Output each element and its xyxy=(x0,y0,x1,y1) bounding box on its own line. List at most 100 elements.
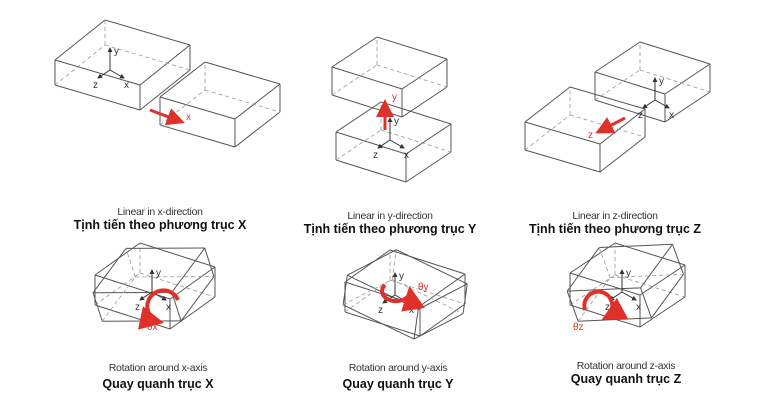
box-hidden-edge xyxy=(610,273,684,279)
box-hidden-edge xyxy=(342,279,393,306)
box-edge xyxy=(335,131,407,155)
caption-en: Linear in y-direction xyxy=(347,210,433,222)
motion-label-theta-z: θz xyxy=(573,322,584,333)
box-edge xyxy=(335,159,407,183)
box-fixed xyxy=(94,242,216,330)
caption-vi: Tịnh tiến theo phương trục Y xyxy=(303,222,477,236)
box-edge xyxy=(92,248,127,294)
box-edge xyxy=(599,243,673,249)
box-moving xyxy=(159,61,281,148)
box-edge xyxy=(139,242,216,268)
caption-vi: Tịnh tiến theo phương trục Z xyxy=(528,222,702,236)
x-axis-label: x xyxy=(404,150,409,161)
box-hidden-edge xyxy=(159,89,206,126)
box-moving xyxy=(331,36,448,118)
box-moving xyxy=(524,86,646,173)
box-hidden-edge xyxy=(102,276,136,322)
z-axis-label: z xyxy=(638,110,643,121)
box-edge xyxy=(125,247,205,249)
box-edge xyxy=(342,275,348,305)
z-axis-arrow xyxy=(139,291,153,301)
box-edge xyxy=(594,71,666,95)
y-axis-label: y xyxy=(156,268,161,279)
box-hidden-edge xyxy=(524,114,571,151)
box-hidden-edge xyxy=(204,89,281,113)
box-fixed xyxy=(569,242,686,328)
box-hidden-edge xyxy=(389,279,466,305)
box-fixed xyxy=(335,101,452,183)
z-axis-arrow xyxy=(377,139,391,149)
caption-en: Linear in x-direction xyxy=(117,206,203,218)
motion-label-y: y xyxy=(392,92,397,103)
box-edge xyxy=(599,136,646,173)
box-edge xyxy=(331,36,378,68)
box-edge xyxy=(639,296,686,328)
z-axis-label: z xyxy=(373,150,378,161)
box-edge xyxy=(413,313,464,340)
box-hidden-edge xyxy=(614,274,686,298)
box-edge xyxy=(234,83,281,120)
box-hidden-edge xyxy=(569,114,646,138)
x-axis-label: x xyxy=(409,305,414,316)
caption-vi: Quay quanh trục Z xyxy=(570,372,682,386)
caption-en: Linear in z-direction xyxy=(572,210,658,222)
z-axis-label: z xyxy=(378,305,383,316)
caption-vi: Quay quanh trục Y xyxy=(342,377,454,391)
box-edge xyxy=(159,96,236,120)
x-axis-label: x xyxy=(636,302,641,313)
box-edge xyxy=(639,41,711,65)
caption-en: Rotation around y-axis xyxy=(348,362,448,374)
axes-triad: yxz xyxy=(93,46,129,91)
caption-en: Rotation around z-axis xyxy=(576,360,676,372)
box-edge xyxy=(401,58,448,90)
box-edge xyxy=(651,274,684,319)
x-axis-arrow xyxy=(389,139,405,149)
box-edge xyxy=(169,296,216,330)
box-rotated xyxy=(566,243,684,322)
box-edge xyxy=(640,287,652,319)
axes-triad: y x z xyxy=(373,116,409,161)
y-axis-label: y xyxy=(659,76,664,87)
caption-vi: Quay quanh trục X xyxy=(102,377,214,391)
box-edge xyxy=(342,304,415,340)
box-edge xyxy=(640,243,673,289)
box-edge xyxy=(335,101,382,133)
axes-triad: y x z xyxy=(638,76,674,121)
z-axis-arrow xyxy=(97,69,111,79)
box-edge xyxy=(524,121,601,145)
box-edge xyxy=(169,266,216,300)
z-axis-label: z xyxy=(135,302,140,313)
x-axis-label: x xyxy=(124,80,129,91)
box-edge xyxy=(171,292,182,322)
box-hidden-edge xyxy=(569,274,616,306)
box-edge xyxy=(139,69,191,111)
box-hidden-edge xyxy=(380,129,452,153)
box-edge xyxy=(234,111,281,148)
box-edge xyxy=(569,86,646,110)
x-axis-label: x xyxy=(669,110,674,121)
box-edge xyxy=(54,19,106,61)
box-edge xyxy=(462,283,468,314)
box-edge xyxy=(204,247,215,277)
box-edge xyxy=(331,66,403,90)
box-edge xyxy=(389,249,466,275)
box-edge xyxy=(594,99,666,123)
box-hidden-edge xyxy=(139,272,216,298)
x-translation-arrow xyxy=(149,108,185,126)
box-hidden-edge xyxy=(639,69,711,93)
box-hidden-edge xyxy=(376,64,448,88)
caption-en: Rotation around x-axis xyxy=(108,362,208,374)
box-edge xyxy=(566,247,600,292)
box-edge xyxy=(401,86,448,118)
box-hidden-edge xyxy=(335,129,382,161)
box-edge xyxy=(672,244,684,275)
box-hidden-edge xyxy=(391,249,397,280)
y-axis-label: y xyxy=(399,271,404,282)
box-edge xyxy=(54,59,141,86)
y-axis-label: y xyxy=(394,116,399,127)
z-translation-arrow xyxy=(595,116,626,134)
box-edge xyxy=(567,287,641,292)
